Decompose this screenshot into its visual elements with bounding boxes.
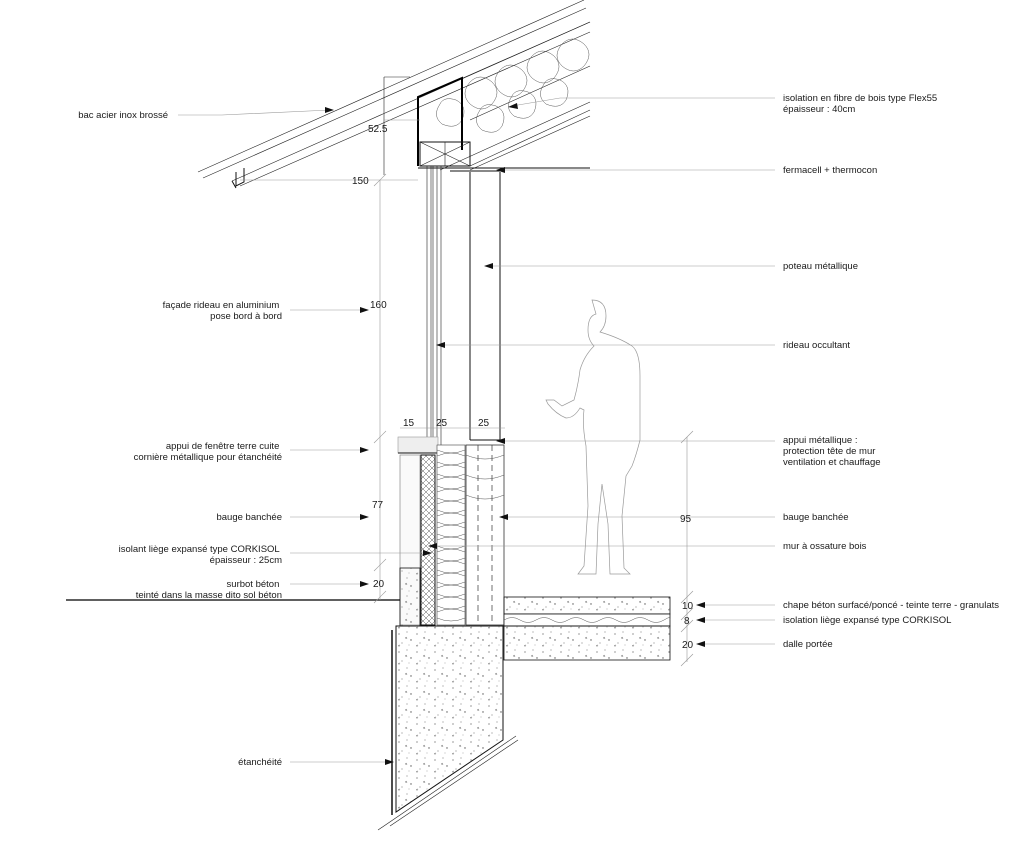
dim-25-b: 25 (478, 418, 490, 429)
floor-build-up (503, 596, 671, 661)
dim-15: 15 (403, 418, 415, 429)
dim-160: 160 (370, 300, 387, 311)
leader-lines (178, 97, 775, 763)
label-facade-rideau: façade rideau en aluminium pose bord à b… (163, 300, 282, 322)
leader-arrows (325, 103, 705, 765)
label-bauge-right: bauge banchée (783, 512, 849, 523)
dim-52-5: 52.5 (368, 124, 388, 135)
label-etancheite: étanchéité (238, 757, 282, 768)
dim-10: 10 (682, 601, 694, 612)
label-bac-acier: bac acier inox brossé (78, 110, 168, 121)
foundation (66, 567, 519, 831)
label-appui-metallique: appui métallique : protection tête de mu… (783, 435, 881, 468)
label-isolation-liege-floor: isolation liège expansé type CORKISOL (783, 615, 951, 626)
dimension-lines (240, 119, 694, 667)
annotations-left: bac acier inox brossé façade rideau en a… (78, 110, 282, 768)
curtain-wall (426, 166, 442, 445)
label-surbot: surbot béton teinté dans la masse dito s… (136, 579, 282, 601)
label-poteau: poteau métallique (783, 261, 858, 272)
human-silhouette (545, 299, 641, 575)
annotations-right: isolation en fibre de bois type Flex55 é… (783, 93, 999, 650)
label-rideau-occultant: rideau occultant (783, 340, 850, 351)
label-dalle: dalle portée (783, 639, 833, 650)
dim-77: 77 (372, 500, 384, 511)
label-mur-ossature: mur à ossature bois (783, 541, 867, 552)
label-isolant-liege: isolant liège expansé type CORKISOL épai… (119, 544, 282, 566)
dim-8: 8 (684, 616, 690, 627)
metal-post (469, 172, 501, 440)
wall-section (397, 436, 505, 626)
dim-20-left: 20 (373, 579, 385, 590)
dim-25-a: 25 (436, 418, 448, 429)
label-bauge-left: bauge banchée (216, 512, 282, 523)
roof-assembly (197, 0, 591, 189)
wood-fiber-insulation (436, 38, 590, 133)
dim-150: 150 (352, 176, 369, 187)
label-isolation-fibre: isolation en fibre de bois type Flex55 é… (783, 93, 940, 115)
label-fermacell: fermacell + thermocon (783, 165, 877, 176)
dimension-texts: 52.5 150 160 77 20 15 25 25 95 10 8 20 (352, 124, 694, 651)
label-appui-fenetre: appui de fenêtre terre cuite cornière mé… (134, 441, 282, 463)
dim-20-right: 20 (682, 640, 694, 651)
dim-95: 95 (680, 514, 692, 525)
label-chape: chape béton surfacé/poncé - teinte terre… (783, 600, 999, 611)
